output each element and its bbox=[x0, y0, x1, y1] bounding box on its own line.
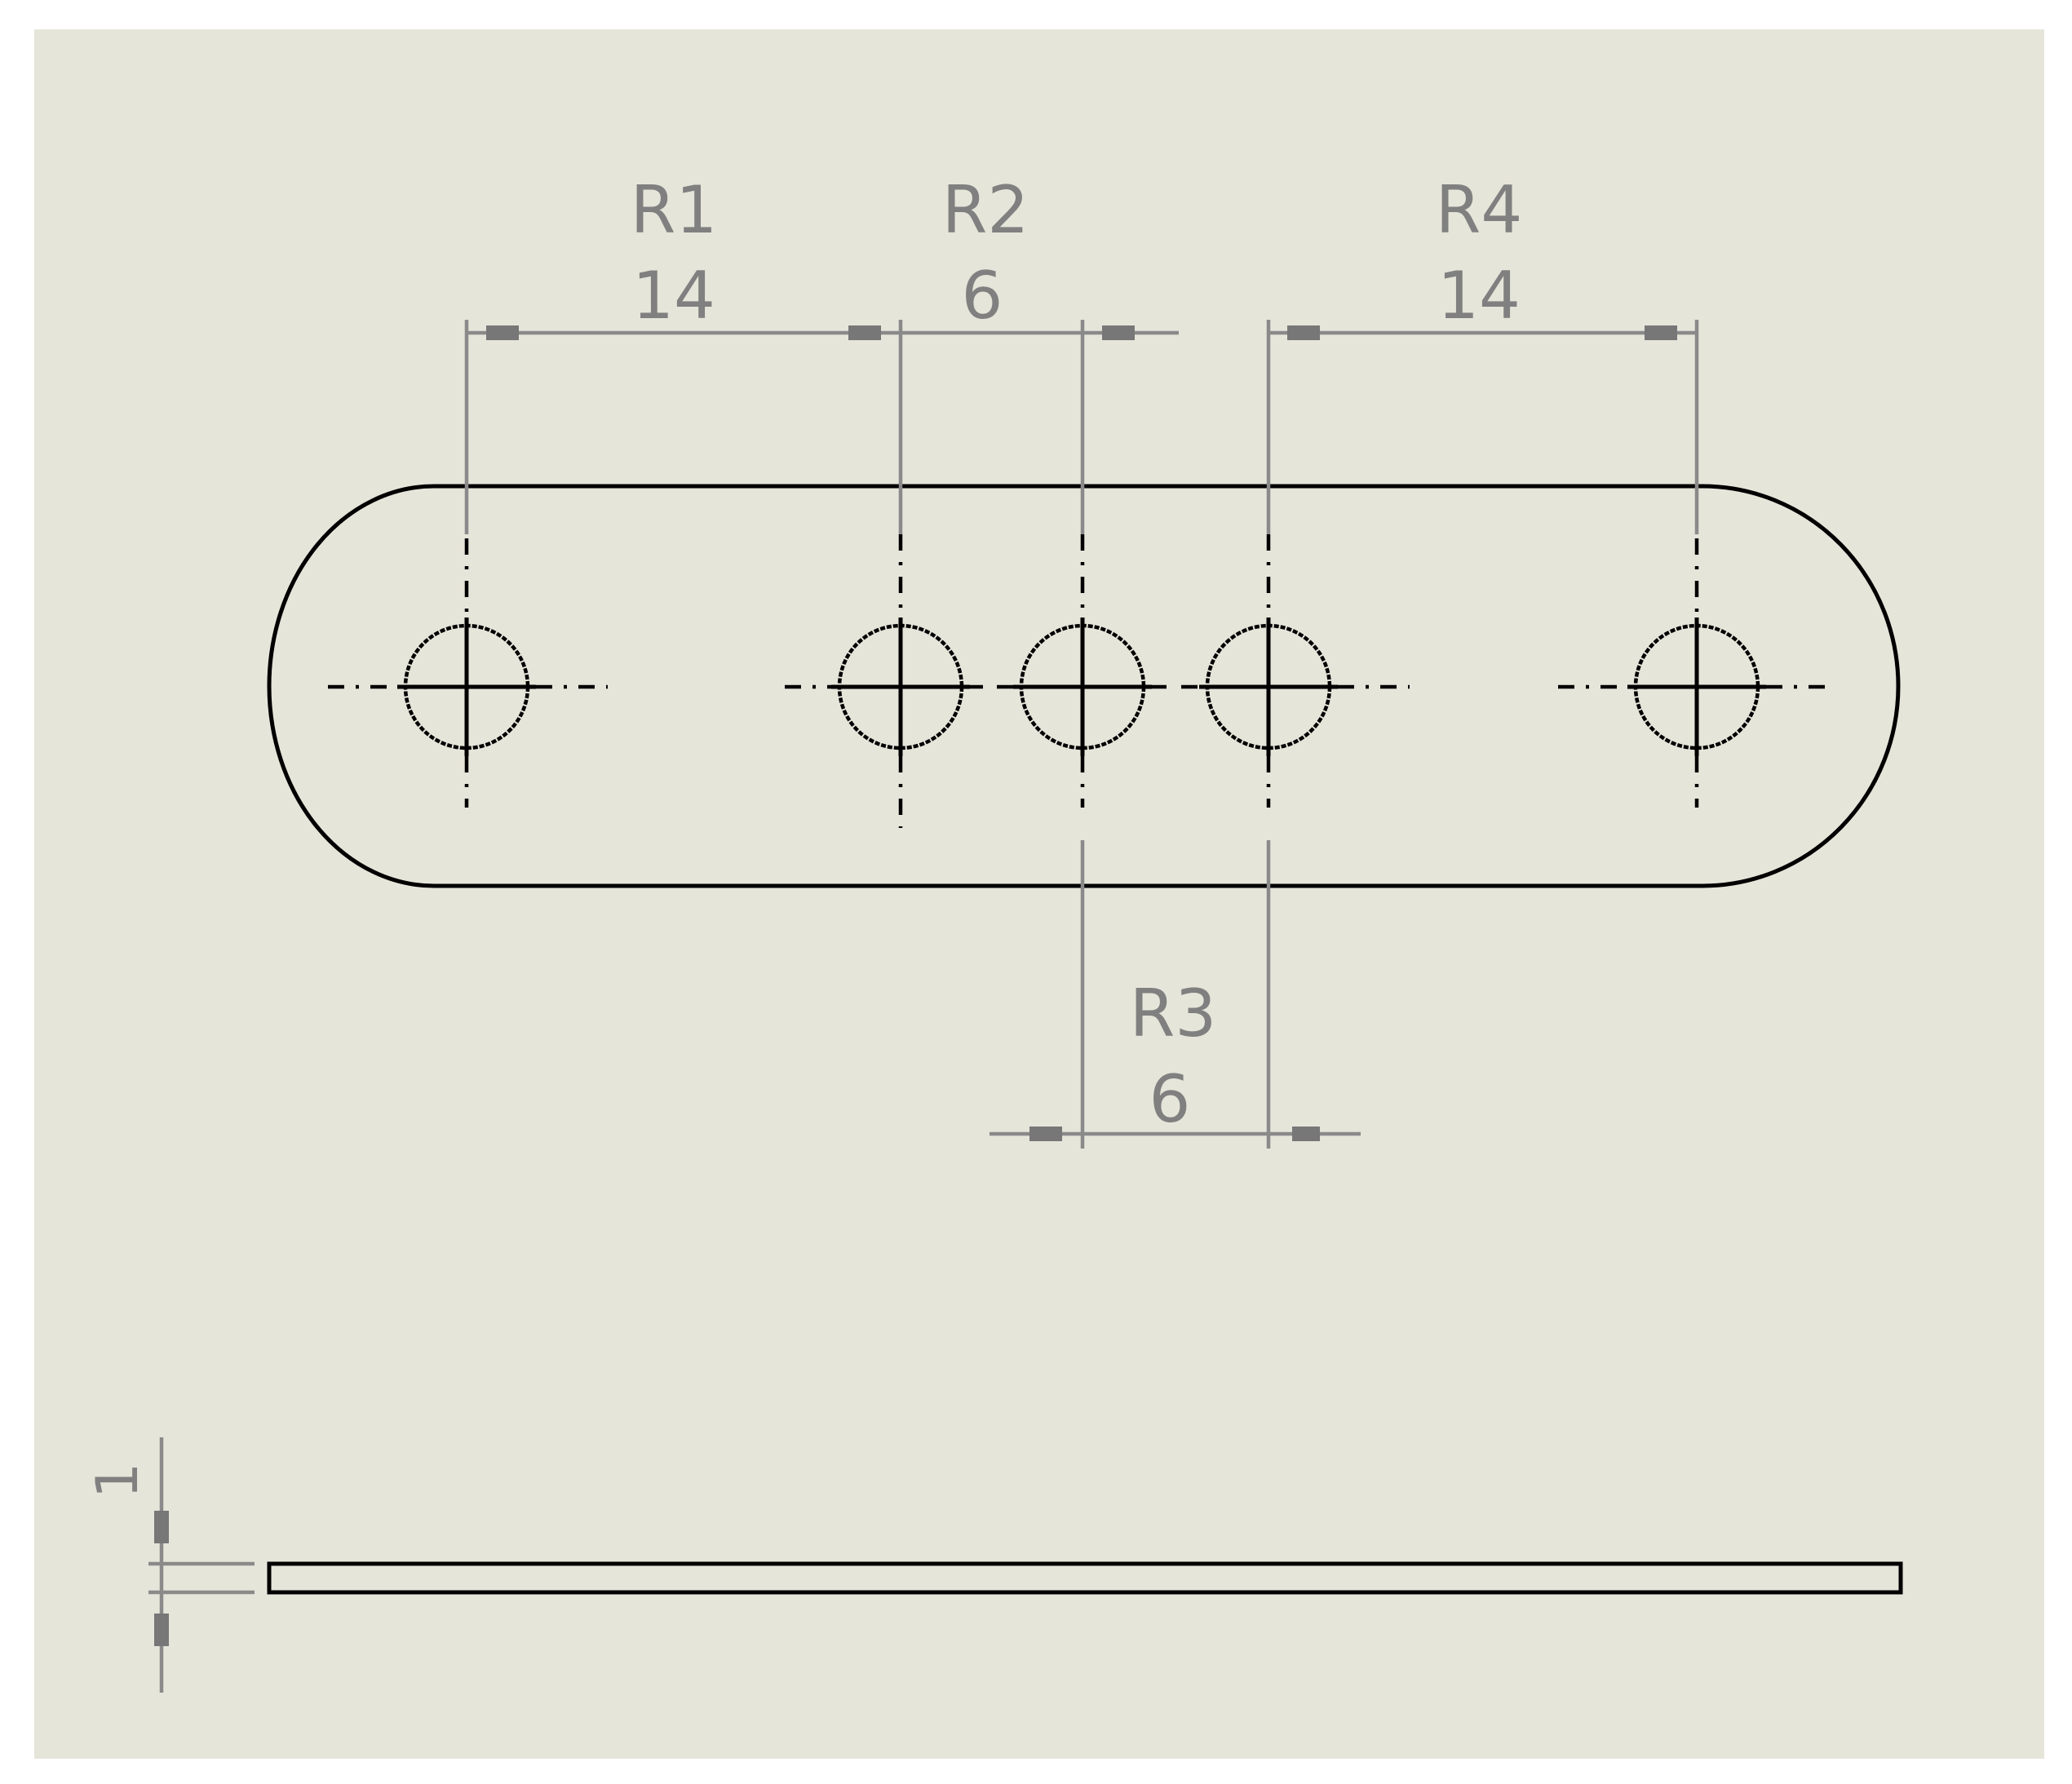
dimension-r3-value: 6 bbox=[1149, 1061, 1191, 1137]
arrowhead bbox=[1102, 325, 1135, 340]
dimension-r2-label: R2 bbox=[942, 172, 1029, 248]
dimension-r3-label: R3 bbox=[1130, 976, 1216, 1051]
dimension-r3: R3 6 bbox=[990, 840, 1361, 1149]
hole-2 bbox=[785, 534, 983, 828]
dimension-r4-label: R4 bbox=[1436, 172, 1522, 248]
hole-4 bbox=[1181, 534, 1410, 808]
arrowhead bbox=[1287, 325, 1320, 340]
dimension-r4: R4 14 bbox=[1266, 172, 1699, 534]
side-view bbox=[267, 1561, 1903, 1595]
arrowhead bbox=[848, 325, 881, 340]
hole-5 bbox=[1558, 538, 1835, 808]
top-view bbox=[267, 484, 1901, 888]
dimension-r4-value: 14 bbox=[1437, 258, 1521, 334]
hole-3 bbox=[997, 534, 1167, 808]
arrowhead bbox=[486, 325, 519, 340]
dimension-thickness: 1 bbox=[84, 1437, 255, 1693]
dimension-r1-value: 14 bbox=[632, 258, 715, 334]
arrowhead bbox=[1292, 1127, 1320, 1141]
dimension-r2: R2 6 bbox=[901, 172, 1179, 534]
arrowhead bbox=[1645, 325, 1677, 340]
arrowhead bbox=[154, 1511, 169, 1543]
hole-1 bbox=[328, 538, 608, 808]
plate-side-outline bbox=[267, 1561, 1903, 1595]
dimension-thickness-value: 1 bbox=[84, 1463, 151, 1499]
dimension-r2-value: 6 bbox=[962, 258, 1003, 334]
drawing-background bbox=[34, 29, 2044, 1759]
dimension-r1: R1 14 bbox=[464, 172, 903, 534]
plate-outline bbox=[267, 484, 1901, 888]
dimension-r1-label: R1 bbox=[631, 172, 717, 248]
arrowhead bbox=[1029, 1127, 1062, 1141]
arrowhead bbox=[154, 1614, 169, 1646]
